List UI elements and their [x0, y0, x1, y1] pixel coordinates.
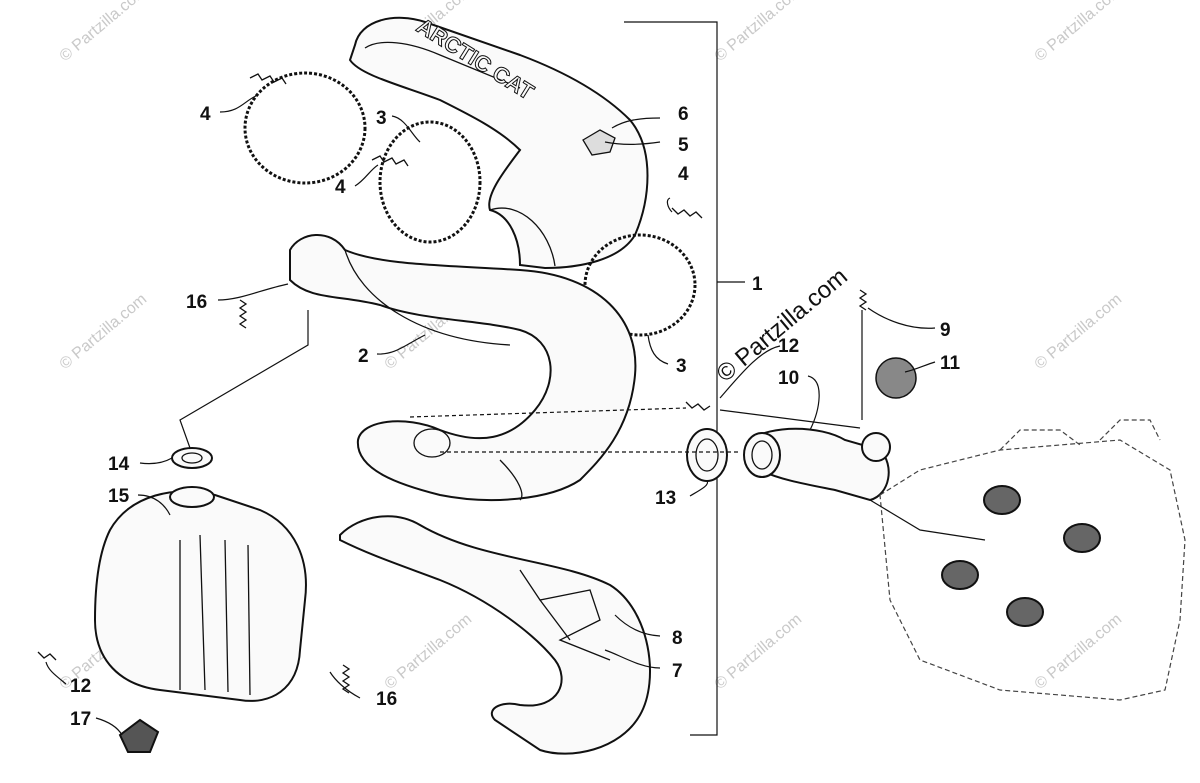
watermark: © Partzilla.com [1032, 0, 1126, 65]
spring-12-top [685, 401, 711, 411]
retaining-ring-middle [378, 120, 482, 244]
expansion-chamber [289, 234, 637, 501]
callout-4: 4 [335, 177, 346, 198]
engine-port [1063, 523, 1101, 553]
callout-12: 12 [778, 336, 799, 357]
spring-middle [371, 155, 409, 167]
retaining-ring-left [243, 71, 367, 185]
callout-4: 4 [200, 104, 211, 125]
callout-13: 13 [655, 488, 676, 509]
lower-heat-shield [339, 515, 651, 755]
spring-9 [858, 289, 868, 311]
watermark: © Partzilla.com [1032, 291, 1126, 373]
watermark: © Partzilla.com [712, 611, 806, 693]
spring-bottom-16 [341, 664, 351, 694]
gasket-13 [686, 428, 728, 482]
callout-labels: 1 2 3 3 4 4 4 5 6 7 8 9 10 11 12 12 13 1… [70, 104, 961, 730]
callout-11: 11 [940, 353, 961, 374]
engine-port [941, 560, 979, 590]
callout-5: 5 [678, 135, 689, 156]
engine-port [983, 485, 1021, 515]
callout-14: 14 [108, 454, 130, 475]
exhaust-manifold [686, 357, 917, 502]
callout-8: 8 [672, 628, 683, 649]
callout-3: 3 [676, 356, 687, 377]
leader-lines [45, 94, 986, 736]
spring-12-bottom [37, 651, 57, 661]
callout-12: 12 [70, 676, 91, 697]
callout-17: 17 [70, 709, 91, 730]
decal-patch [582, 129, 616, 156]
watermark: © Partzilla.com [57, 0, 151, 65]
watermark: © Partzilla.com [382, 611, 476, 693]
watermark: © Partzilla.com [712, 0, 806, 65]
muffler-gasket-14 [171, 447, 213, 469]
callout-15: 15 [108, 486, 130, 507]
callout-1: 1 [752, 274, 763, 295]
callout-10: 10 [778, 368, 799, 389]
retaining-ring-right [583, 233, 697, 337]
engine [879, 419, 1186, 701]
watermark: © Partzilla.com [57, 291, 151, 373]
spring-left-16 [238, 299, 248, 329]
spring-top-left [249, 73, 287, 85]
assembly-bracket [624, 21, 745, 736]
callout-16: 16 [376, 689, 397, 710]
engine-port [1006, 597, 1044, 627]
spring-right [671, 207, 703, 219]
callout-3: 3 [376, 108, 387, 129]
callout-7: 7 [672, 661, 683, 682]
callout-16: 16 [186, 292, 207, 313]
callout-2: 2 [358, 346, 369, 367]
grommet-11 [875, 357, 917, 399]
callout-4: 4 [678, 164, 689, 185]
springs-and-rings [37, 71, 868, 694]
muffler [93, 447, 307, 753]
watermark: © Partzilla.com [1032, 611, 1126, 693]
callout-6: 6 [678, 104, 689, 125]
callout-9: 9 [940, 320, 951, 341]
drain-plug-17 [118, 718, 160, 753]
muffler-inlet-collar [169, 486, 215, 508]
